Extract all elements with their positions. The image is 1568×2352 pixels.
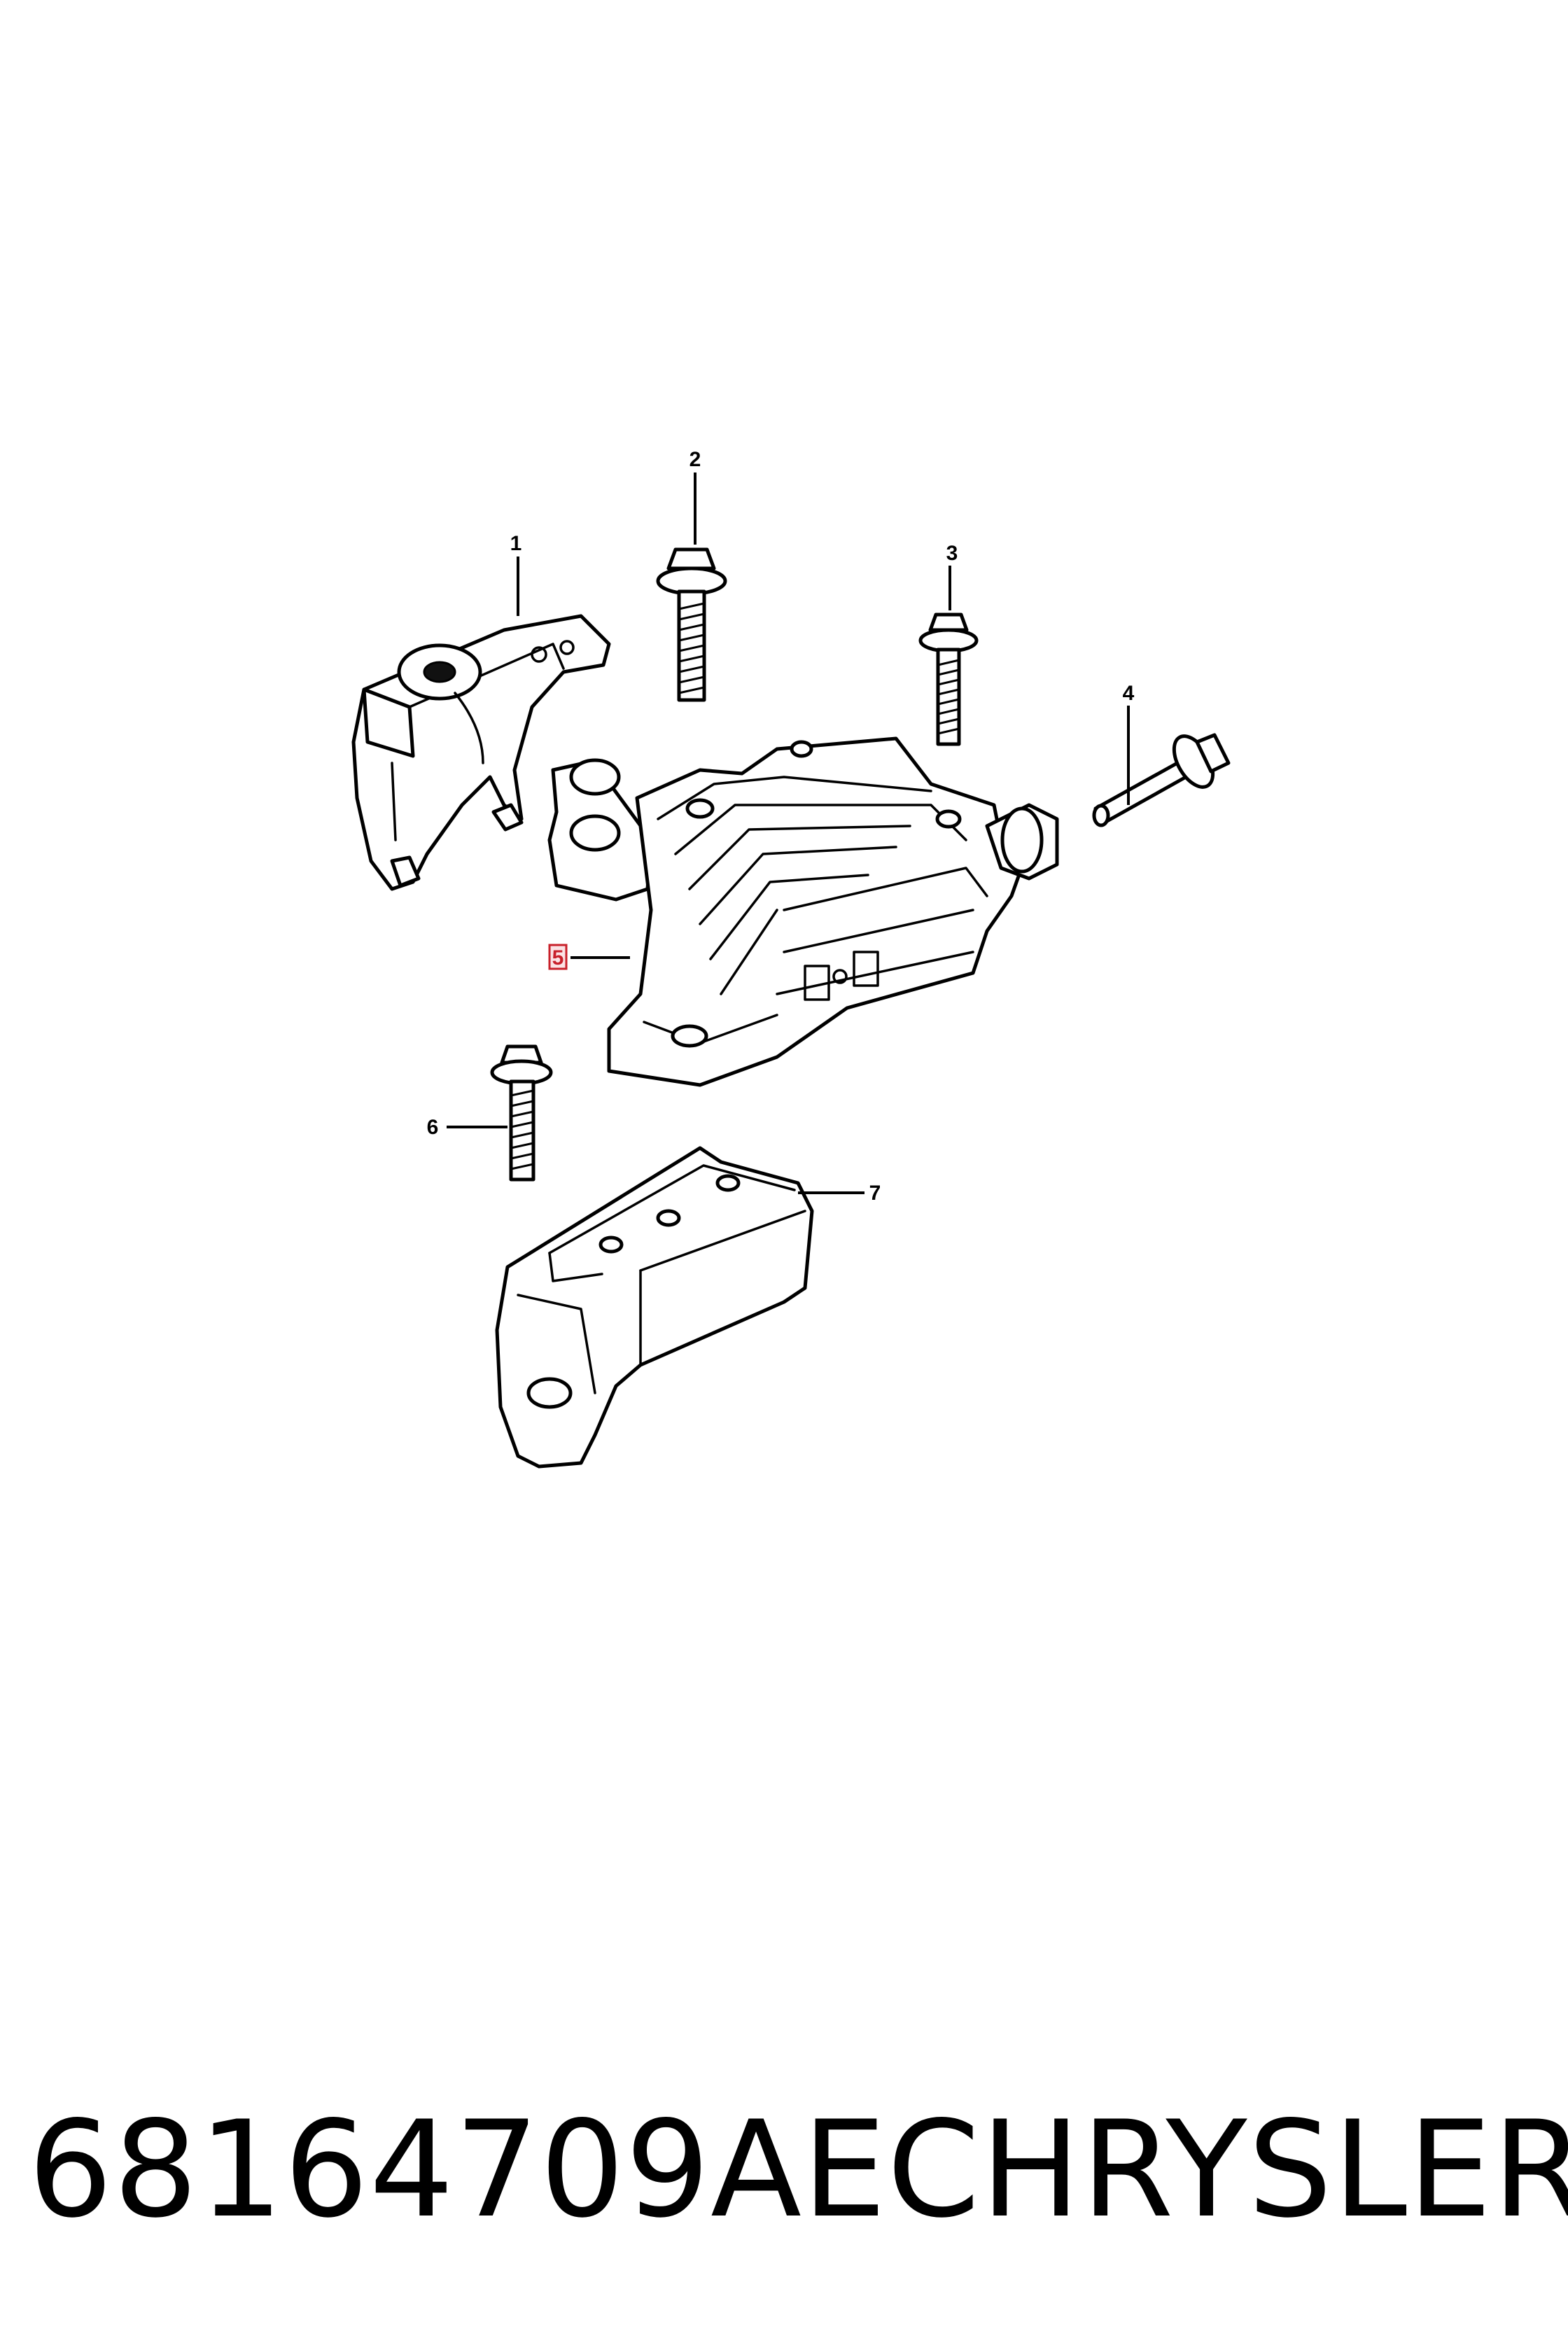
callout-7: 7 [869, 1182, 881, 1205]
part-2-bolt [656, 547, 727, 702]
callout-2: 2 [690, 448, 701, 471]
callout-5-highlight [548, 944, 568, 970]
footer: 68164709AE CHRYSLER [28, 2086, 1568, 2254]
part-7-bracket [495, 1146, 814, 1469]
part-4-bolt [1092, 733, 1231, 827]
part-1-bracket [351, 614, 611, 891]
part-6-bolt [490, 1044, 553, 1182]
callout-5: 5 [552, 946, 564, 969]
part-number: 68164709AE [28, 2092, 888, 2247]
callout-3: 3 [946, 542, 958, 565]
part-3-bolt [918, 612, 979, 746]
callout-1: 1 [510, 532, 522, 555]
callout-6: 6 [427, 1116, 439, 1139]
brand-name: CHRYSLER [887, 2092, 1568, 2247]
callout-4: 4 [1123, 682, 1135, 705]
part-5-engine-mount [547, 736, 1059, 1087]
